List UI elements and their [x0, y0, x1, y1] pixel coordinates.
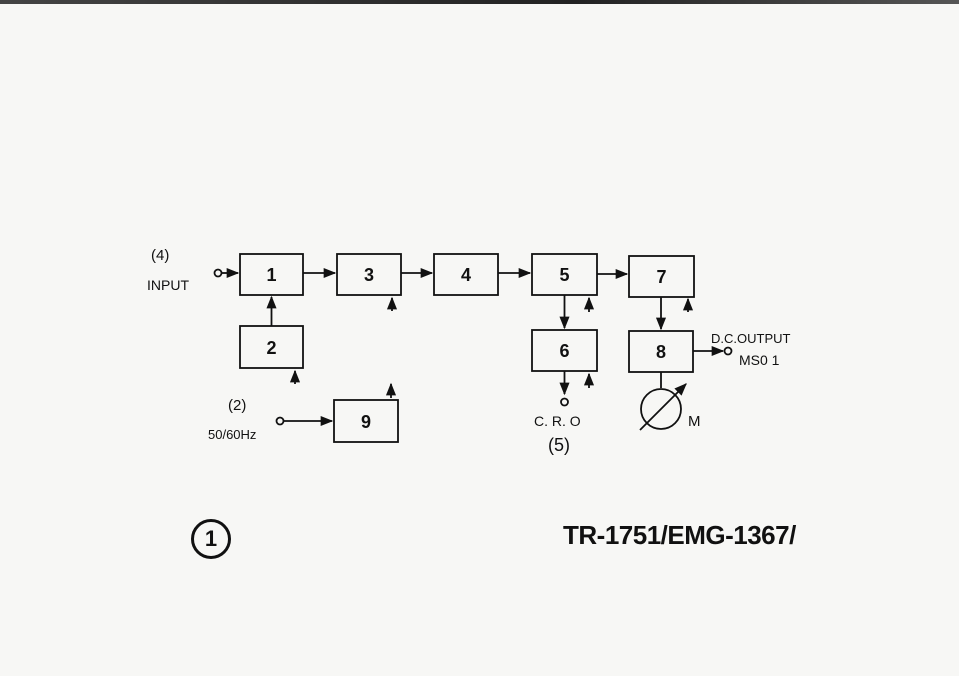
document-reference: TR-1751/EMG-1367/ — [563, 520, 796, 550]
block-9-label: 9 — [361, 412, 371, 432]
block-1: 1 — [239, 253, 304, 296]
block-9: 9 — [333, 399, 399, 443]
block-1-label: 1 — [266, 265, 276, 285]
block-4: 4 — [433, 253, 499, 296]
cro-terminal — [560, 397, 569, 407]
scan-top-edge — [0, 0, 959, 4]
block-2: 2 — [239, 325, 304, 369]
block-7-label: 7 — [656, 267, 666, 287]
input-terminal — [213, 268, 223, 278]
block-7: 7 — [628, 255, 695, 298]
block-8: 8 — [628, 330, 694, 373]
block-5: 5 — [531, 253, 598, 296]
block-6: 6 — [531, 329, 598, 372]
figure-number: 1 — [204, 526, 218, 551]
input-label: INPUT — [147, 277, 189, 293]
dc-output-terminal — [723, 346, 733, 356]
mains-number: (2) — [228, 397, 247, 414]
meter-icon — [639, 383, 687, 431]
block-3: 3 — [336, 253, 402, 296]
block-8-label: 8 — [656, 342, 666, 362]
cro-number: (5) — [548, 435, 570, 455]
mains-terminal — [275, 416, 285, 426]
mains-label: 50/60Hz — [208, 427, 257, 442]
ms-label: MS0 1 — [739, 352, 780, 368]
meter-label: M — [688, 413, 701, 430]
input-number: (4) — [151, 247, 170, 264]
dc-output-label: D.C.OUTPUT — [711, 331, 791, 346]
block-2-label: 2 — [266, 338, 276, 358]
cro-label: C. R. O — [534, 413, 581, 429]
block-6-label: 6 — [559, 341, 569, 361]
block-3-label: 3 — [364, 265, 374, 285]
block-4-label: 4 — [461, 265, 471, 285]
figure-number-badge: 1 — [191, 519, 231, 559]
block-5-label: 5 — [559, 265, 569, 285]
